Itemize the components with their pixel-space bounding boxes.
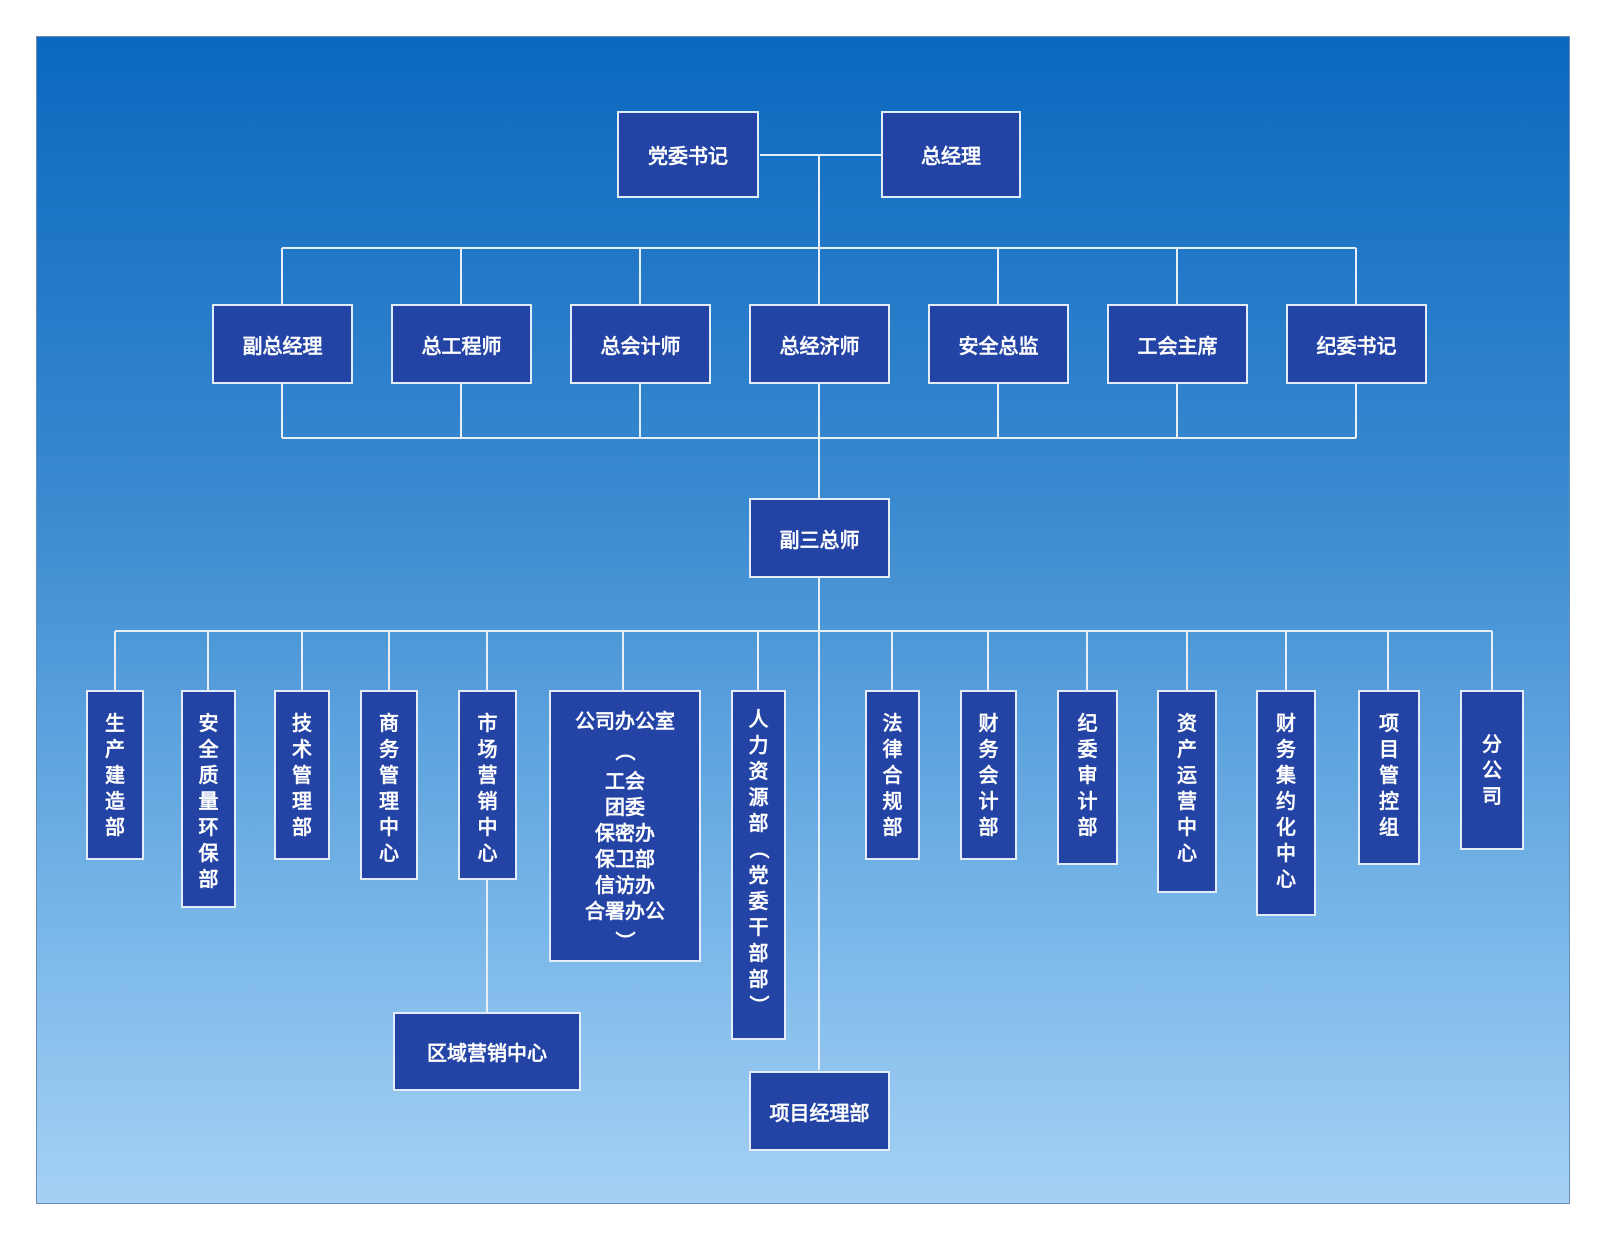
exec-box-2: 总会计师 — [570, 304, 711, 384]
party-secretary-box: 党委书记 — [617, 111, 759, 198]
dept-box-2: 技术管理部 — [274, 690, 330, 860]
dept-box-7: 法律合规部 — [865, 690, 920, 860]
exec-box-5: 工会主席 — [1107, 304, 1248, 384]
dept-box-4: 市场营销中心 — [458, 690, 517, 880]
dept-box-10: 资产运营中心 — [1157, 690, 1217, 893]
regional-marketing-box: 区域营销中心 — [393, 1012, 581, 1091]
project-manager-dept-box: 项目经理部 — [749, 1071, 890, 1151]
dept-box-0: 生产建造部 — [86, 690, 144, 860]
dept-box-3: 商务管理中心 — [360, 690, 418, 880]
exec-box-4: 安全总监 — [928, 304, 1069, 384]
dept-box-1: 安全质量环保部 — [181, 690, 236, 908]
exec-box-3: 总经济师 — [749, 304, 890, 384]
dept-label-2: 技术管理部 — [292, 711, 312, 839]
exec-box-6: 纪委书记 — [1286, 304, 1427, 384]
dept-label-5: 公司办公室 — [575, 709, 675, 733]
dept-label-10: 资产运营中心 — [1177, 711, 1197, 865]
office-sub-2: 团委 — [605, 795, 645, 819]
dept-label-12: 项目管控组 — [1379, 711, 1399, 839]
office-sub-6: 合署办公 — [585, 899, 665, 923]
dept-box-6: 人力资源部（党委干部部） — [731, 690, 786, 1040]
office-sub-7: ） — [613, 931, 637, 951]
regional-marketing-label: 区域营销中心 — [427, 1041, 547, 1065]
exec-label-0: 副总经理 — [242, 333, 323, 358]
dept-box-11: 财务集约化中心 — [1256, 690, 1316, 916]
dept-box-13: 分公司 — [1460, 690, 1524, 850]
exec-box-1: 总工程师 — [391, 304, 532, 384]
dept-label-9: 纪委审计部 — [1077, 711, 1098, 839]
office-sub-5: 信访办 — [595, 873, 655, 897]
exec-label-3: 总经济师 — [779, 333, 860, 358]
office-sub-1: 工会 — [605, 769, 645, 793]
party-secretary-label: 党委书记 — [648, 144, 728, 168]
exec-box-0: 副总经理 — [212, 304, 353, 384]
exec-label-4: 安全总监 — [958, 333, 1039, 358]
dept-label-11: 财务集约化中心 — [1276, 711, 1296, 891]
dept-box-8: 财务会计部 — [960, 690, 1017, 860]
dept-label-8: 财务会计部 — [978, 711, 999, 839]
exec-label-1: 总工程师 — [421, 333, 502, 358]
deputy-chiefs-box: 副三总师 — [749, 498, 890, 578]
dept-label-4: 市场营销中心 — [477, 711, 498, 865]
dept-label-7: 法律合规部 — [882, 711, 903, 839]
dept-label-0: 生产建造部 — [105, 711, 125, 839]
deputy-chiefs-label: 副三总师 — [779, 527, 860, 552]
dept-label-13: 分公司 — [1482, 732, 1502, 808]
exec-label-2: 总会计师 — [600, 333, 681, 358]
dept-box-5: 公司办公室 （ 工会 团委 保密办 保卫部 信访办 合署办公 ） — [549, 690, 701, 962]
project-manager-dept-label: 项目经理部 — [769, 1100, 870, 1125]
dept-box-9: 纪委审计部 — [1057, 690, 1118, 865]
office-sub-0: （ — [613, 741, 637, 761]
dept-box-12: 项目管控组 — [1358, 690, 1420, 865]
dept-label-1: 安全质量环保部 — [198, 711, 219, 891]
dept-label-3: 商务管理中心 — [379, 711, 399, 865]
office-sub-3: 保密办 — [595, 821, 655, 845]
exec-label-5: 工会主席 — [1137, 333, 1218, 358]
chart-background — [36, 36, 1570, 1204]
dept-label-6: 人力资源部（党委干部部） — [746, 707, 771, 1015]
exec-label-6: 纪委书记 — [1316, 333, 1397, 358]
general-manager-box: 总经理 — [881, 111, 1021, 198]
office-sub-4: 保卫部 — [595, 847, 655, 871]
general-manager-label: 总经理 — [921, 144, 981, 168]
